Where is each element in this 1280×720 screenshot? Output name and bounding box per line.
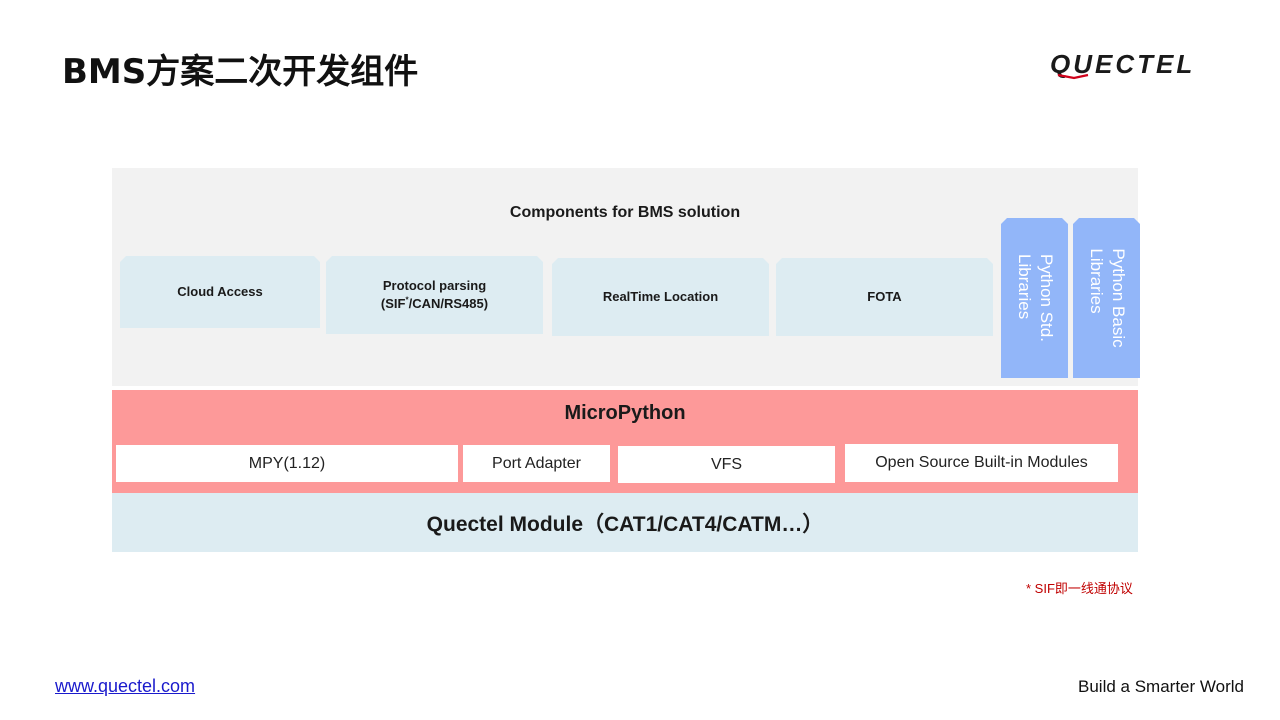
lib-label: Python Std. Libraries	[1014, 254, 1056, 342]
component-label: Cloud Access	[177, 284, 263, 299]
footnote-marker: *	[405, 295, 409, 305]
protocol-line-2-pre: (SIF	[380, 296, 406, 311]
protocol-line-2: (SIF*/CAN/RS485)	[381, 295, 488, 313]
architecture-diagram: Components for BMS solution Cloud Access…	[112, 168, 1138, 552]
component-label: FOTA	[867, 289, 902, 304]
component-label: Protocol parsing (SIF*/CAN/RS485)	[381, 277, 488, 313]
component-cloud-access: Cloud Access	[120, 256, 320, 328]
open-source-modules-box: Open Source Built-in Modules	[845, 444, 1118, 482]
port-adapter-box: Port Adapter	[463, 445, 610, 482]
mpy-box: MPY(1.12)	[116, 445, 458, 482]
quectel-module-label: Quectel Module（CAT1/CAT4/CATM…）	[426, 512, 824, 536]
bms-components-panel: Components for BMS solution Cloud Access…	[112, 168, 1138, 386]
protocol-line-1: Protocol parsing	[382, 278, 487, 293]
component-fota: FOTA	[776, 258, 993, 336]
micropython-title: MicroPython	[564, 402, 686, 424]
quectel-logo: QUECTEL	[1048, 48, 1243, 80]
quectel-module-panel: Quectel Module（CAT1/CAT4/CATM…）	[112, 493, 1138, 552]
python-basic-libraries: Python Basic Libraries	[1073, 218, 1140, 378]
bms-components-title: Components for BMS solution	[509, 204, 741, 221]
website-link[interactable]: www.quectel.com	[55, 676, 196, 696]
protocol-line-2-post: /CAN/RS485)	[408, 296, 489, 311]
component-label: RealTime Location	[602, 289, 719, 304]
page-title: BMS方案二次开发组件	[62, 52, 419, 92]
lib-label: Python Basic Libraries	[1086, 248, 1128, 348]
component-realtime-location: RealTime Location	[552, 258, 769, 336]
python-std-libraries: Python Std. Libraries	[1001, 218, 1068, 378]
logo-text: QUECTEL	[1050, 49, 1195, 79]
vfs-box: VFS	[618, 446, 835, 483]
slogan: Build a Smarter World	[1078, 677, 1244, 696]
sif-footnote: * SIF即一线通协议	[1026, 581, 1133, 596]
micropython-panel: MicroPython MPY(1.12) Port Adapter VFS O…	[112, 390, 1138, 493]
component-protocol-parsing: Protocol parsing (SIF*/CAN/RS485)	[326, 256, 543, 334]
logo-swoosh	[1057, 73, 1089, 80]
